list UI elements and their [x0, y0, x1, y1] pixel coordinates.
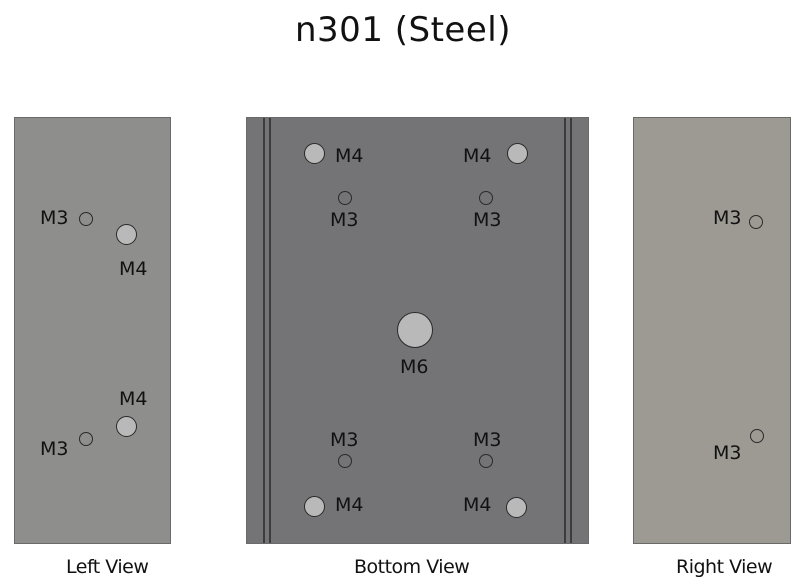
left-label-m4-bottom: M4 [119, 388, 148, 410]
left-hole-m3-top [79, 212, 93, 226]
bottom-label-m4-top-right: M4 [463, 145, 492, 167]
bottom-hole-m3-upper-right [479, 191, 493, 205]
left-rail-outer [263, 118, 265, 543]
left-hole-m4-bottom [116, 416, 137, 437]
bottom-hole-m4-top-left [304, 143, 325, 164]
bottom-hole-m4-top-right [507, 143, 528, 164]
left-label-m3-bottom: M3 [40, 438, 69, 460]
bottom-label-m3-upper-right: M3 [473, 209, 502, 231]
bottom-label-m3-lower-left: M3 [330, 429, 359, 451]
diagram-title: n301 (Steel) [295, 10, 511, 50]
left-view-panel [14, 117, 171, 544]
bottom-hole-m6-center [397, 312, 433, 348]
left-label-m4-top: M4 [119, 258, 148, 280]
right-rail-outer [570, 118, 572, 543]
right-label-m3-bottom: M3 [713, 442, 742, 464]
bottom-view-label: Bottom View [354, 556, 470, 578]
bottom-label-m6: M6 [400, 356, 429, 378]
left-rail-inner [269, 118, 271, 543]
right-view-panel [633, 117, 791, 544]
bottom-hole-m4-bottom-right [506, 497, 527, 518]
bottom-label-m4-bottom-left: M4 [335, 494, 364, 516]
bottom-hole-m3-lower-right [479, 454, 493, 468]
left-view-label: Left View [66, 556, 149, 578]
bottom-hole-m3-upper-left [338, 191, 352, 205]
bottom-label-m3-upper-left: M3 [330, 209, 359, 231]
bottom-label-m4-bottom-right: M4 [463, 494, 492, 516]
right-label-m3-top: M3 [713, 207, 742, 229]
bottom-hole-m3-lower-left [338, 454, 352, 468]
right-hole-m3-bottom [750, 429, 764, 443]
bottom-view-panel [246, 117, 589, 544]
left-hole-m4-top [116, 224, 137, 245]
right-hole-m3-top [749, 215, 763, 229]
left-hole-m3-bottom [79, 432, 93, 446]
right-rail-inner [564, 118, 566, 543]
bottom-label-m4-top-left: M4 [335, 145, 364, 167]
right-view-label: Right View [676, 556, 773, 578]
bottom-hole-m4-bottom-left [304, 496, 325, 517]
bottom-label-m3-lower-right: M3 [473, 429, 502, 451]
left-label-m3-top: M3 [40, 207, 69, 229]
